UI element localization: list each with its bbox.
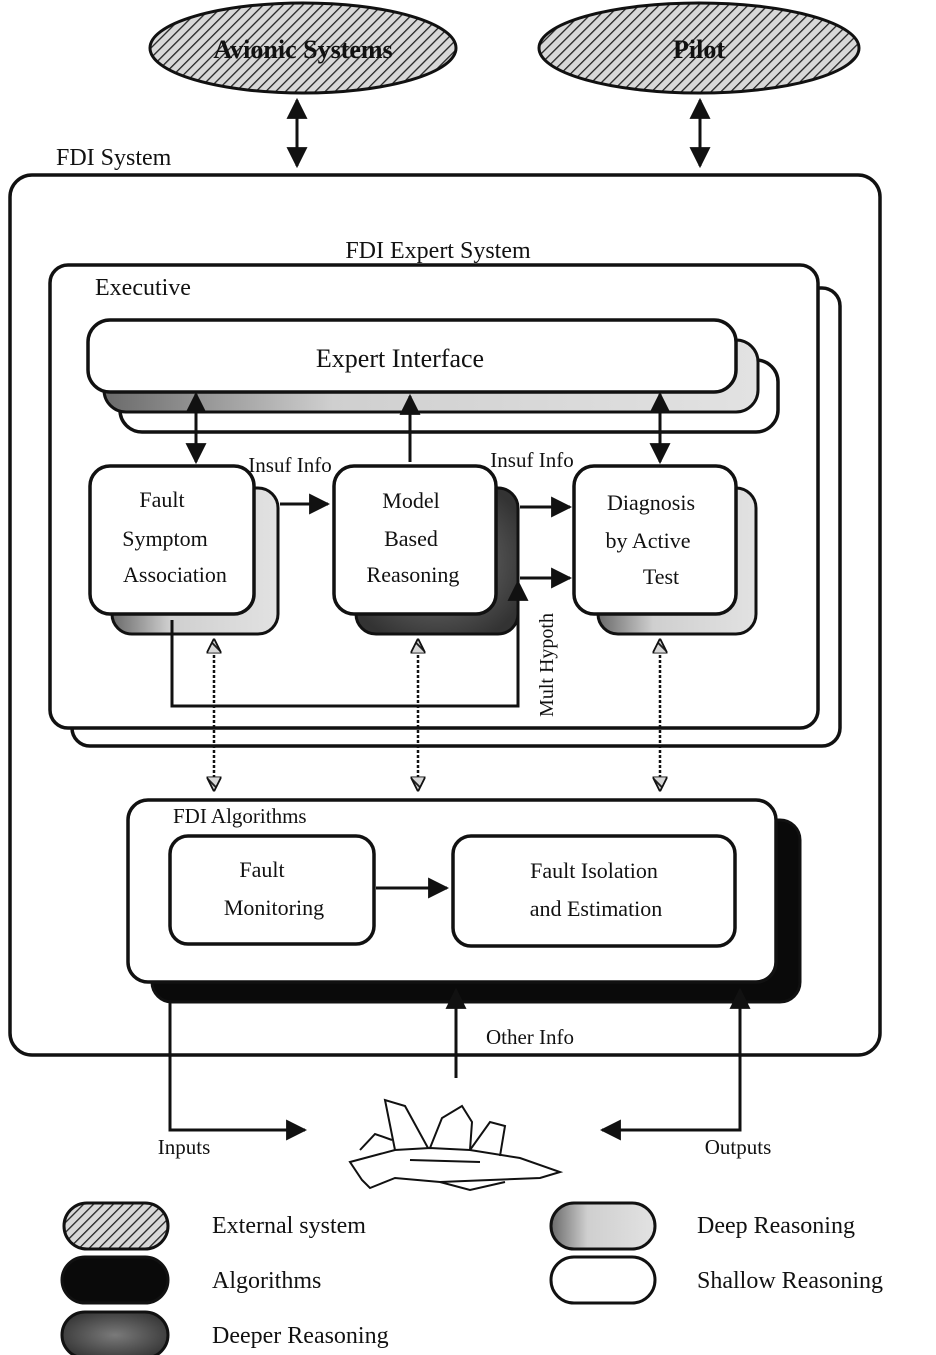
fdi-system-boundary — [8, 173, 882, 1057]
fdi-expert-system-label: FDI Expert System — [345, 238, 531, 264]
inputs-label: Inputs — [158, 1135, 211, 1159]
other-info-label: Other Info — [486, 1025, 574, 1049]
fault-isolation-line-2: and Estimation — [530, 896, 663, 921]
diagnosis-line-1: Diagnosis — [607, 490, 695, 515]
fault-symptom-line-3: Association — [123, 562, 227, 587]
avionic-systems-node: Avionic Systems — [148, 1, 458, 95]
outputs-arrow — [599, 987, 751, 1141]
fault-monitoring-line-1: Fault — [239, 857, 284, 882]
diagnosis-line-3: Test — [643, 564, 679, 589]
legend-deeper-label: Deeper Reasoning — [212, 1323, 389, 1349]
model-based-line-3: Reasoning — [367, 562, 460, 587]
legend: External system Algorithms Deeper Reason… — [60, 1201, 883, 1355]
model-based-box — [332, 464, 498, 616]
model-based-line-1: Model — [382, 488, 439, 513]
inputs-arrow — [168, 1000, 308, 1141]
legend-deeper-swatch — [60, 1310, 170, 1355]
outputs-label: Outputs — [705, 1135, 772, 1159]
legend-external-swatch — [62, 1201, 170, 1251]
fault-symptom-line-2: Symptom — [122, 526, 208, 551]
fault-symptom-line-1: Fault — [139, 487, 184, 512]
model-based-line-2: Based — [384, 526, 438, 551]
fault-isolation-box — [451, 834, 737, 948]
pilot-node: Pilot — [537, 1, 861, 95]
legend-algorithms-swatch — [60, 1255, 170, 1305]
diagnosis-box — [572, 464, 738, 616]
legend-deep-swatch — [549, 1201, 657, 1251]
fdi-system-label: FDI System — [56, 145, 172, 171]
diagnosis-line-2: by Active — [606, 528, 691, 553]
legend-deep-label: Deep Reasoning — [697, 1213, 855, 1239]
fault-monitoring-box — [168, 834, 376, 946]
expert-interface-box — [86, 318, 738, 394]
mult-hypoth-loop — [170, 579, 529, 708]
fault-isolation-line-1: Fault Isolation — [530, 858, 658, 883]
executive-label: Executive — [95, 275, 191, 301]
fdi-algorithms-label: FDI Algorithms — [173, 804, 307, 828]
expert-interface-label: Expert Interface — [316, 344, 484, 373]
fault-monitoring-line-2: Monitoring — [224, 895, 324, 920]
legend-shallow-swatch — [549, 1255, 657, 1305]
avionic-systems-label: Avionic Systems — [213, 35, 392, 64]
aircraft-icon — [348, 1098, 564, 1192]
fault-symptom-box — [88, 464, 256, 616]
insuf-info-label-2: Insuf Info — [490, 448, 573, 472]
legend-shallow-label: Shallow Reasoning — [697, 1268, 883, 1294]
mult-hypoth-label: Mult Hypoth — [536, 613, 558, 717]
insuf-info-label-1: Insuf Info — [248, 453, 331, 477]
pilot-label: Pilot — [673, 35, 725, 64]
legend-algorithms-label: Algorithms — [212, 1268, 321, 1294]
legend-external-label: External system — [212, 1213, 366, 1239]
